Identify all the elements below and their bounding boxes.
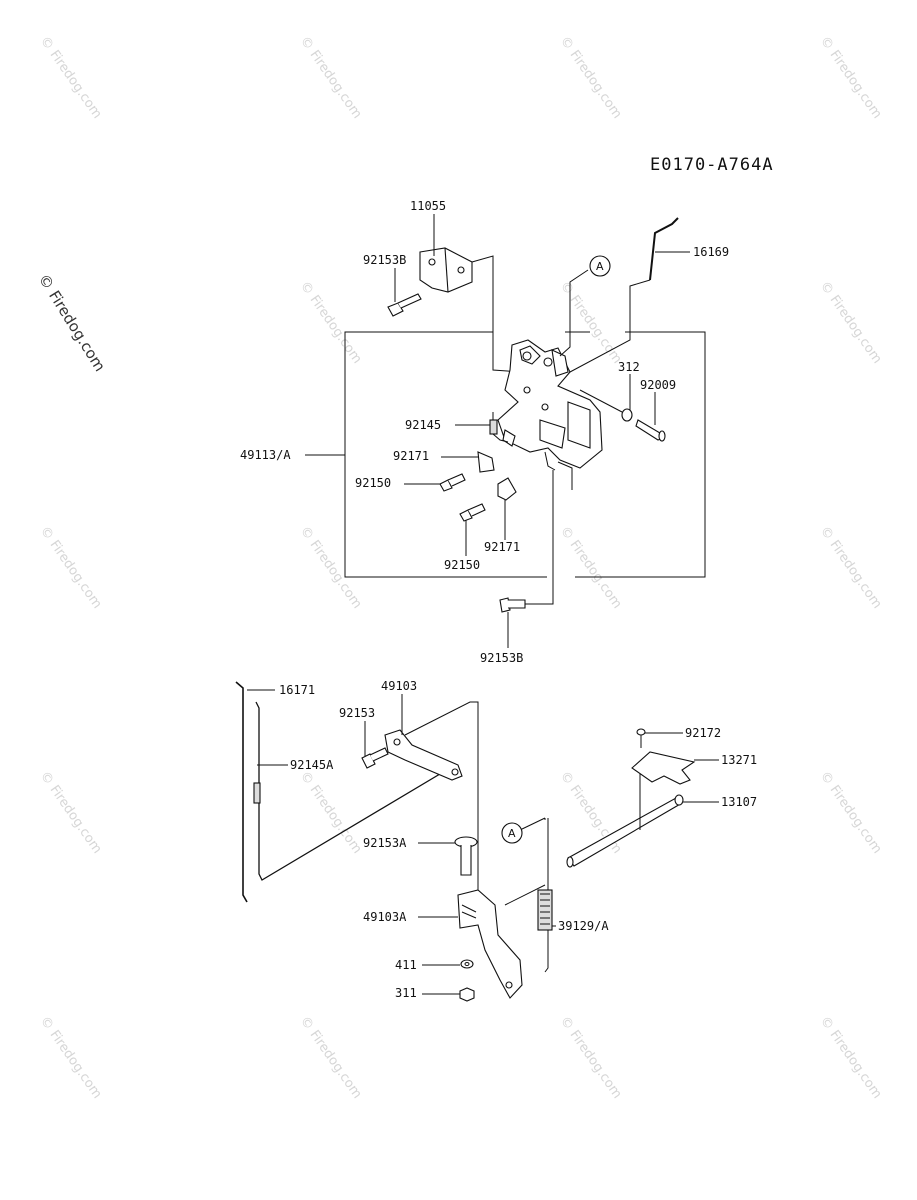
part-13107-shaft	[566, 772, 684, 868]
part-49103A-bracket	[457, 889, 523, 999]
part-92145A-spring-rod	[253, 701, 456, 881]
leader-A-top	[559, 269, 589, 357]
label-92153: 92153	[339, 706, 375, 720]
part-312-washer	[621, 408, 633, 422]
part-92153B-bolt-bottom	[499, 470, 554, 613]
part-92171-clip-lower	[497, 477, 517, 501]
callout-A-label: A	[596, 260, 604, 273]
control-plate-assembly	[497, 339, 603, 490]
label-49103: 49103	[381, 679, 417, 693]
part-16169-rod	[569, 217, 690, 373]
label-49113A: 49113/A	[240, 448, 291, 462]
watermark: © Firedog.com	[817, 34, 885, 122]
watermark: © Firedog.com	[37, 769, 105, 857]
label-92153A: 92153A	[363, 836, 407, 850]
label-311: 311	[395, 986, 417, 1000]
label-16169: 16169	[693, 245, 729, 259]
part-92150-screw-b	[459, 503, 486, 522]
label-92145: 92145	[405, 418, 441, 432]
label-13271: 13271	[721, 753, 757, 767]
diagram-code: E0170-A764A	[650, 155, 774, 175]
watermark: © Firedog.com	[557, 34, 625, 122]
part-92171-clip-upper	[477, 451, 495, 473]
part-49103-lever	[384, 701, 479, 895]
label-92171-b: 92171	[484, 540, 520, 554]
part-92172-screw	[636, 728, 646, 748]
part-11055-bracket	[419, 247, 521, 373]
watermark: © Firedog.com	[817, 279, 885, 367]
part-13271-plate	[631, 751, 696, 785]
label-92153B-bottom: 92153B	[480, 651, 523, 665]
watermark: © Firedog.com	[557, 279, 625, 367]
label-92150-b: 92150	[444, 558, 480, 572]
label-92171-a: 92171	[393, 449, 429, 463]
part-92153B-bolt-top	[387, 293, 422, 317]
watermark: © Firedog.com	[37, 34, 105, 122]
part-92153A-bolt	[454, 836, 478, 876]
label-16171: 16171	[279, 683, 315, 697]
part-92153-bolt	[361, 747, 389, 769]
part-92145-spring	[489, 412, 509, 443]
label-92145A: 92145A	[290, 758, 334, 772]
watermark: © Firedog.com	[817, 769, 885, 857]
watermark: © Firedog.com	[297, 769, 365, 857]
label-92153B-top: 92153B	[363, 253, 406, 267]
watermark: © Firedog.com	[817, 1014, 885, 1102]
part-311-nut	[459, 987, 475, 1002]
watermark: © Firedog.com	[557, 1014, 625, 1102]
part-39129A-spring	[504, 817, 553, 973]
label-92172: 92172	[685, 726, 721, 740]
part-16171-rod	[235, 681, 275, 903]
part-92150-screw-a	[439, 473, 466, 492]
watermark: © Firedog.com	[557, 524, 625, 612]
label-49103A: 49103A	[363, 910, 407, 924]
callout-A-bottom: A	[501, 822, 523, 844]
watermark: © Firedog.com	[297, 279, 365, 367]
watermark: © Firedog.com	[297, 524, 365, 612]
watermark: © Firedog.com	[37, 524, 105, 612]
label-411: 411	[395, 958, 417, 972]
label-92009: 92009	[640, 378, 676, 392]
watermark: © Firedog.com	[297, 34, 365, 122]
label-92150-a: 92150	[355, 476, 391, 490]
watermark: © Firedog.com	[37, 1014, 105, 1102]
part-92009-screw	[635, 419, 666, 442]
callout-A-label: A	[508, 827, 516, 840]
callout-A-top: A	[589, 255, 611, 277]
part-411-washer	[460, 959, 474, 969]
watermark: © Firedog.com	[557, 769, 625, 857]
watermark: © Firedog.com	[297, 1014, 365, 1102]
label-13107: 13107	[721, 795, 757, 809]
watermark: © Firedog.com	[817, 524, 885, 612]
label-11055: 11055	[410, 199, 446, 213]
label-312: 312	[618, 360, 640, 374]
leader-312-plate	[579, 389, 623, 413]
label-39129A: 39129/A	[558, 919, 609, 933]
side-watermark: © Firedog.com	[35, 271, 109, 375]
